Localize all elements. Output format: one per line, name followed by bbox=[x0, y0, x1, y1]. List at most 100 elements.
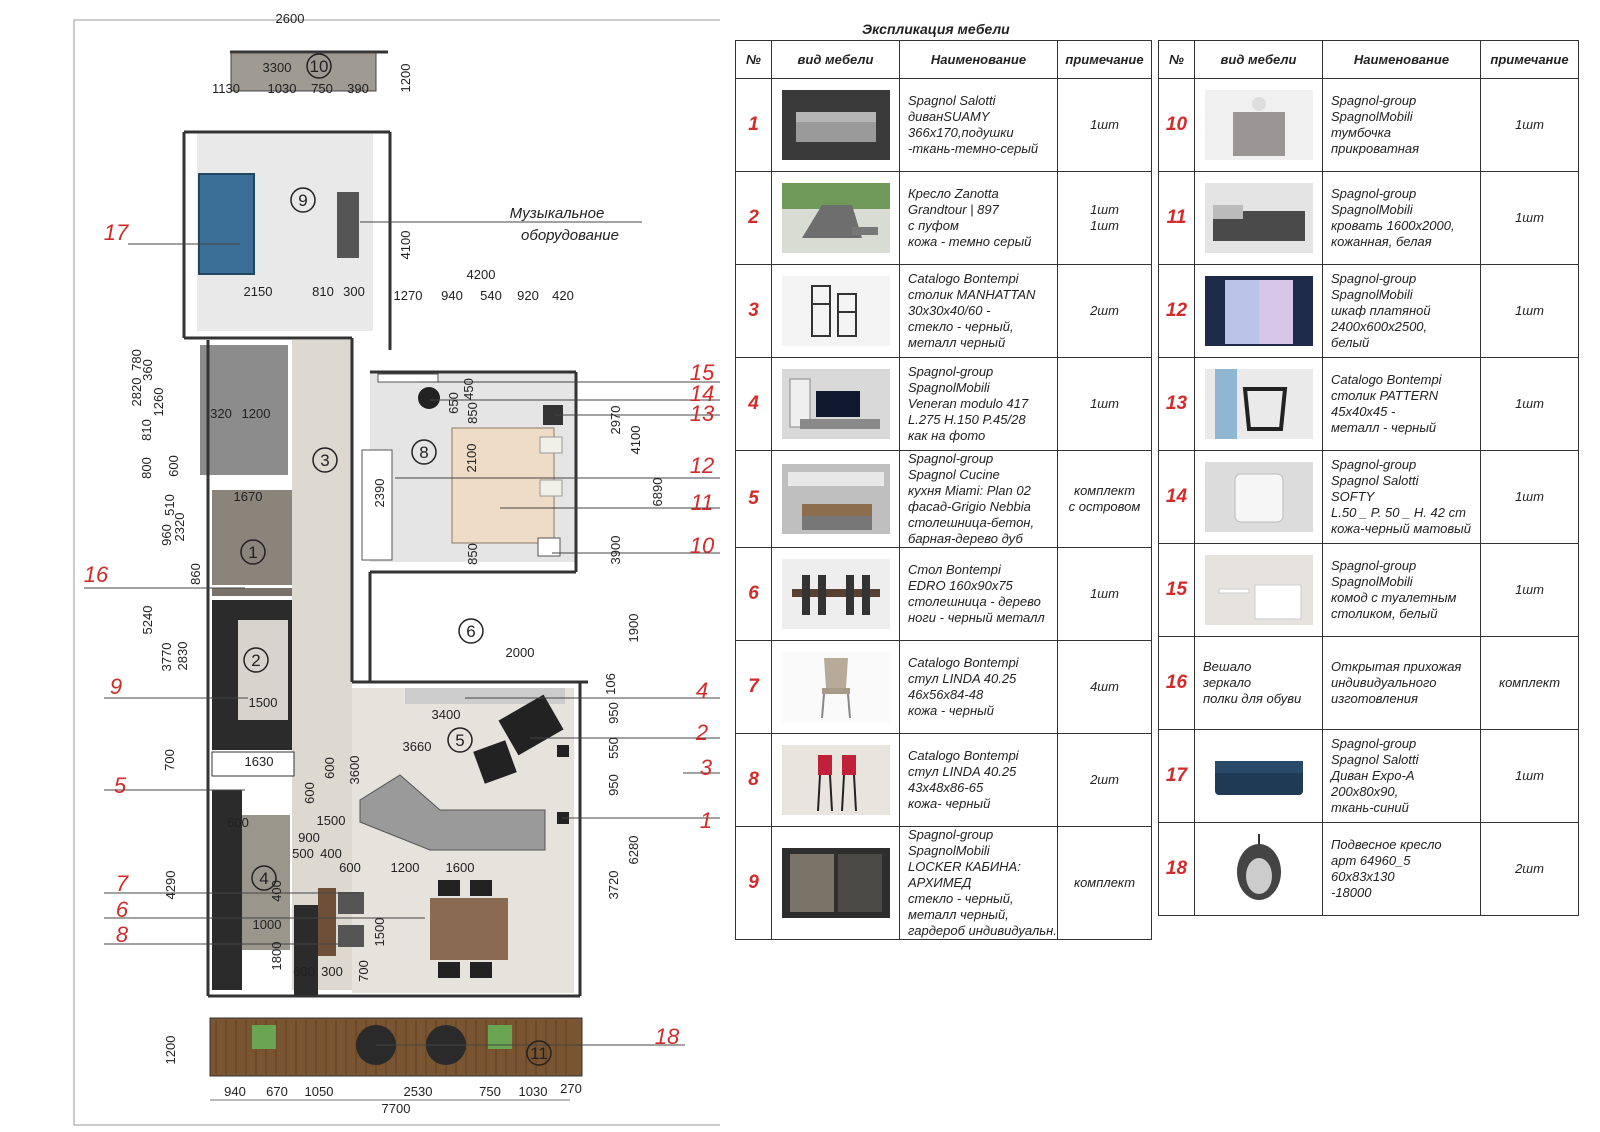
dimension-label: 360 bbox=[140, 359, 155, 381]
item-name: Spagnol-group Spagnol Salotti Диван Expo… bbox=[1322, 729, 1481, 823]
callout-number: 15 bbox=[690, 360, 715, 385]
item-note: комплект bbox=[1057, 826, 1152, 940]
col-header-num: № bbox=[1158, 40, 1195, 79]
balcony-top bbox=[230, 52, 377, 92]
dimension-label: 600 bbox=[302, 782, 317, 804]
item-note: комплект с островом bbox=[1057, 450, 1152, 548]
callout-number: 7 bbox=[116, 871, 129, 896]
item-number: 2 bbox=[735, 171, 772, 265]
room-1-floor bbox=[212, 490, 292, 585]
dimension-label: 300 bbox=[343, 284, 365, 299]
callout-number: 13 bbox=[690, 401, 715, 426]
item-name: Кресло Zanotta Grandtour | 897 с пуфом к… bbox=[899, 171, 1058, 265]
dimension-label: 800 bbox=[139, 457, 154, 479]
music-equipment bbox=[337, 192, 359, 258]
room-number: 10 bbox=[310, 57, 329, 76]
item-view bbox=[1194, 171, 1323, 265]
furniture-photo-table bbox=[781, 559, 890, 629]
dimension-label: 2000 bbox=[506, 645, 535, 660]
dimension-label: 300 bbox=[321, 964, 343, 979]
item-number: 4 bbox=[735, 357, 772, 451]
furniture-photo-egg bbox=[1204, 834, 1313, 904]
item-note: 1шт bbox=[1480, 78, 1579, 172]
col-header-note: примечание bbox=[1057, 40, 1152, 79]
item-view bbox=[771, 171, 900, 265]
dimension-label: 600 bbox=[339, 860, 361, 875]
item-number: 5 bbox=[735, 450, 772, 548]
item-number: 18 bbox=[1158, 822, 1195, 916]
dimension-label: 2530 bbox=[404, 1084, 433, 1099]
item-name: Spagnol Salotti диванSUAMY 366x170,подуш… bbox=[899, 78, 1058, 172]
dimension-label: 5240 bbox=[140, 606, 155, 635]
item-view bbox=[771, 264, 900, 358]
dimension-label: 1030 bbox=[519, 1084, 548, 1099]
callout-number: 8 bbox=[116, 922, 129, 947]
item-view bbox=[1194, 357, 1323, 451]
room-number-circle bbox=[411, 439, 437, 465]
dimension-label: 1200 bbox=[163, 1036, 178, 1065]
pillow bbox=[539, 479, 563, 497]
dimension-label: 1260 bbox=[151, 388, 166, 417]
dimension-label: 550 bbox=[606, 737, 621, 759]
dimension-label: 600 bbox=[166, 455, 181, 477]
item-note: 2шт bbox=[1057, 264, 1152, 358]
dimension-label: 2830 bbox=[175, 642, 190, 671]
dimension-label: 960 bbox=[159, 524, 174, 546]
dimension-label: 7700 bbox=[382, 1101, 411, 1116]
callout-number: 12 bbox=[690, 453, 714, 478]
item-note: 1шт bbox=[1480, 171, 1579, 265]
plant bbox=[252, 1025, 276, 1049]
dimension-label: 810 bbox=[312, 284, 334, 299]
col-header-name: Наименование bbox=[1322, 40, 1481, 79]
room-number: 3 bbox=[320, 451, 329, 470]
side-table-13 bbox=[543, 405, 563, 425]
dimension-label: 600 bbox=[322, 757, 337, 779]
kitchen-floor bbox=[240, 815, 290, 950]
item-view bbox=[1194, 78, 1323, 172]
col-header-name: Наименование bbox=[899, 40, 1058, 79]
item-number: 6 bbox=[735, 547, 772, 641]
item-name: Catalogo Bontempi столик PATTERN 45x40x4… bbox=[1322, 357, 1481, 451]
item-name: Spagnol-group SpagnolMobili комод с туал… bbox=[1322, 543, 1481, 637]
item-view bbox=[1194, 450, 1323, 544]
dimension-label: 950 bbox=[606, 774, 621, 796]
furniture-photo-shelf bbox=[781, 276, 890, 346]
item-name: Spagnol-group Spagnol Salotti SOFTY L.50… bbox=[1322, 450, 1481, 544]
dimension-label: 2600 bbox=[276, 11, 305, 26]
item-view bbox=[771, 450, 900, 548]
room-number: 8 bbox=[419, 443, 428, 462]
dimension-label: 1270 bbox=[394, 288, 423, 303]
dimension-label: 270 bbox=[560, 1081, 582, 1096]
dimension-label: 420 bbox=[552, 288, 574, 303]
item-name: Spagnol-group SpagnolMobili шкаф платяно… bbox=[1322, 264, 1481, 358]
dimension-label: 1200 bbox=[398, 64, 413, 93]
furniture-photo-sofa bbox=[781, 90, 890, 160]
callout-number: 10 bbox=[690, 533, 715, 558]
table-row: 2 Кресло Zanotta Grandtour | 897 с пуфом … bbox=[735, 171, 1152, 265]
kitchen-cabinets bbox=[212, 790, 242, 990]
nightstand-10 bbox=[537, 537, 561, 557]
sheet-frame bbox=[73, 19, 720, 1126]
sofa-1 bbox=[359, 774, 546, 851]
dimension-label: 920 bbox=[517, 288, 539, 303]
dining-chair-7 bbox=[470, 962, 492, 978]
furniture-photo-sidetable bbox=[1204, 369, 1313, 439]
dimension-label: 1630 bbox=[245, 754, 274, 769]
item-note: 1шт bbox=[1480, 357, 1579, 451]
dimension-label: 1800 bbox=[269, 942, 284, 971]
armchair-pouf bbox=[473, 740, 517, 784]
item-name: Catalogo Bontempi столик MANHATTAN 30x30… bbox=[899, 264, 1058, 358]
dimension-label: 3770 bbox=[159, 643, 174, 672]
furniture-photo-dresser bbox=[1204, 555, 1313, 625]
dimension-label: 1500 bbox=[317, 813, 346, 828]
